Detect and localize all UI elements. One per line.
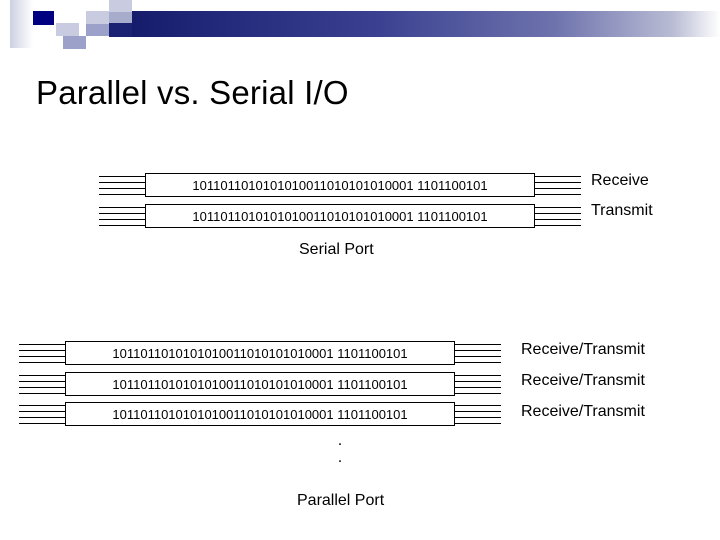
parallel-data-packet-3: 1011011010101010011010101010001 11011001…	[65, 402, 455, 426]
header-square-9	[109, 23, 132, 37]
serial-label-receive: Receive	[591, 172, 649, 189]
serial-label-transmit: Transmit	[591, 202, 653, 219]
wire-bundle-right-icon	[535, 174, 581, 196]
parallel-bus-row-2: 1011011010101010011010101010001 11011001…	[19, 371, 501, 397]
ellipsis-dot-2: .	[337, 449, 343, 466]
header-square-6	[86, 11, 109, 24]
ellipsis-dot-1: .	[337, 432, 343, 449]
header-square-3	[56, 23, 79, 36]
header-square-8	[109, 0, 132, 12]
parallel-data-packet-2: 1011011010101010011010101010001 11011001…	[65, 372, 455, 396]
serial-port-caption: Serial Port	[299, 241, 374, 258]
page-title: Parallel vs. Serial I/O	[36, 74, 349, 111]
parallel-label-receive-transmit-3: Receive/Transmit	[521, 403, 645, 420]
parallel-data-packet-1: 1011011010101010011010101010001 11011001…	[65, 341, 455, 365]
serial-bus-row-2: 1011011010101010011010101010001 11011001…	[99, 203, 581, 229]
header-square-1	[10, 0, 33, 48]
parallel-bus-row-1: 1011011010101010011010101010001 11011001…	[19, 340, 501, 366]
wire-bundle-left-icon	[99, 174, 145, 196]
wire-bundle-left-icon	[19, 342, 65, 364]
wire-bundle-right-icon	[535, 205, 581, 227]
header-square-4	[63, 36, 86, 49]
parallel-bus-row-3: 1011011010101010011010101010001 11011001…	[19, 401, 501, 427]
parallel-port-caption: Parallel Port	[297, 492, 385, 509]
serial-data-packet-2: 1011011010101010011010101010001 11011001…	[145, 204, 535, 228]
parallel-label-receive-transmit-1: Receive/Transmit	[521, 341, 645, 358]
wire-bundle-left-icon	[99, 205, 145, 227]
header-square-navy	[33, 11, 54, 25]
wire-bundle-right-icon	[455, 342, 501, 364]
serial-bus-row-1: 1011011010101010011010101010001 11011001…	[99, 172, 581, 198]
vertical-ellipsis: . .	[330, 432, 350, 466]
header-gradient-bar	[132, 11, 720, 37]
wire-bundle-left-icon	[19, 403, 65, 425]
header-square-10	[132, 0, 155, 11]
wire-bundle-right-icon	[455, 373, 501, 395]
wire-bundle-right-icon	[455, 403, 501, 425]
header-square-5	[86, 23, 109, 36]
parallel-label-receive-transmit-2: Receive/Transmit	[521, 372, 645, 389]
header-square-7	[109, 11, 132, 24]
serial-data-packet-1: 1011011010101010011010101010001 11011001…	[145, 173, 535, 197]
wire-bundle-left-icon	[19, 373, 65, 395]
header-decoration-band	[0, 0, 720, 49]
